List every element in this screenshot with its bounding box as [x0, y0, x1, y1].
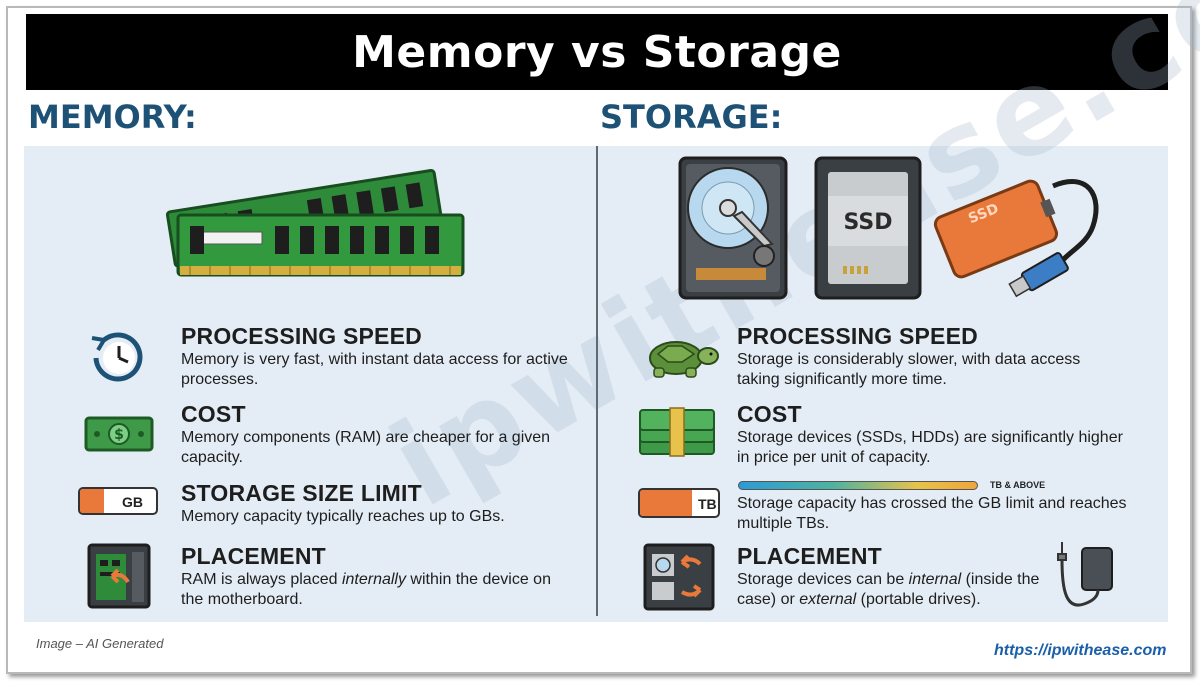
money-stack-icon [639, 407, 715, 457]
storage-devices-illustration [678, 156, 1099, 300]
storage-heading: STORAGE: [600, 98, 783, 136]
tb-label: TB [698, 496, 717, 512]
memory-heading: MEMORY: [28, 98, 197, 136]
storage-speed-title: PROCESSING SPEED [737, 323, 978, 349]
title-bar: Memory vs Storage [26, 14, 1168, 90]
column-divider [596, 146, 598, 616]
gb-label: GB [122, 494, 143, 510]
storage-placement-text: Storage devices can be internal (inside … [737, 571, 1040, 608]
gb-capacity-fill [80, 489, 104, 513]
clock-icon [91, 332, 143, 382]
external-drive-cable-icon [1057, 542, 1113, 607]
storage-size-text: Storage capacity has crossed the GB limi… [737, 495, 1127, 532]
memory-speed-text: Memory is very fast, with instant data a… [181, 351, 568, 388]
ram-modules-illustration [165, 168, 465, 277]
ssd-label: SSD [843, 210, 893, 235]
memory-size-title: STORAGE SIZE LIMIT [181, 480, 422, 506]
storage-cost-text: Storage devices (SSDs, HDDs) are signifi… [737, 429, 1123, 466]
computer-case-drive-icon [643, 543, 715, 611]
tb-and-above-label: TB & ABOVE [990, 480, 1046, 490]
memory-speed-title: PROCESSING SPEED [181, 323, 422, 349]
dollar-bill-icon: $ [84, 416, 154, 452]
storage-placement-title: PLACEMENT [737, 543, 882, 569]
memory-cost-title: COST [181, 401, 246, 427]
turtle-icon [649, 341, 719, 378]
tb-and-above-bar [738, 481, 978, 490]
svg-text:$: $ [114, 427, 124, 443]
computer-case-icon [87, 543, 151, 609]
tb-capacity-fill [640, 490, 692, 516]
source-link[interactable]: https://ipwithease.com [994, 642, 1167, 659]
tb-capacity-icon: TB [638, 488, 720, 518]
memory-cost-text: Memory components (RAM) are cheaper for … [181, 429, 551, 466]
memory-placement-title: PLACEMENT [181, 543, 326, 569]
gb-capacity-icon: GB [78, 487, 158, 515]
memory-placement-text: RAM is always placed internally within t… [181, 571, 551, 608]
storage-speed-text: Storage is considerably slower, with dat… [737, 351, 1081, 388]
storage-cost-title: COST [737, 401, 802, 427]
page-title: Memory vs Storage [352, 26, 842, 78]
ai-generated-note: Image – AI Generated [36, 636, 164, 651]
memory-size-text: Memory capacity typically reaches up to … [181, 508, 505, 525]
